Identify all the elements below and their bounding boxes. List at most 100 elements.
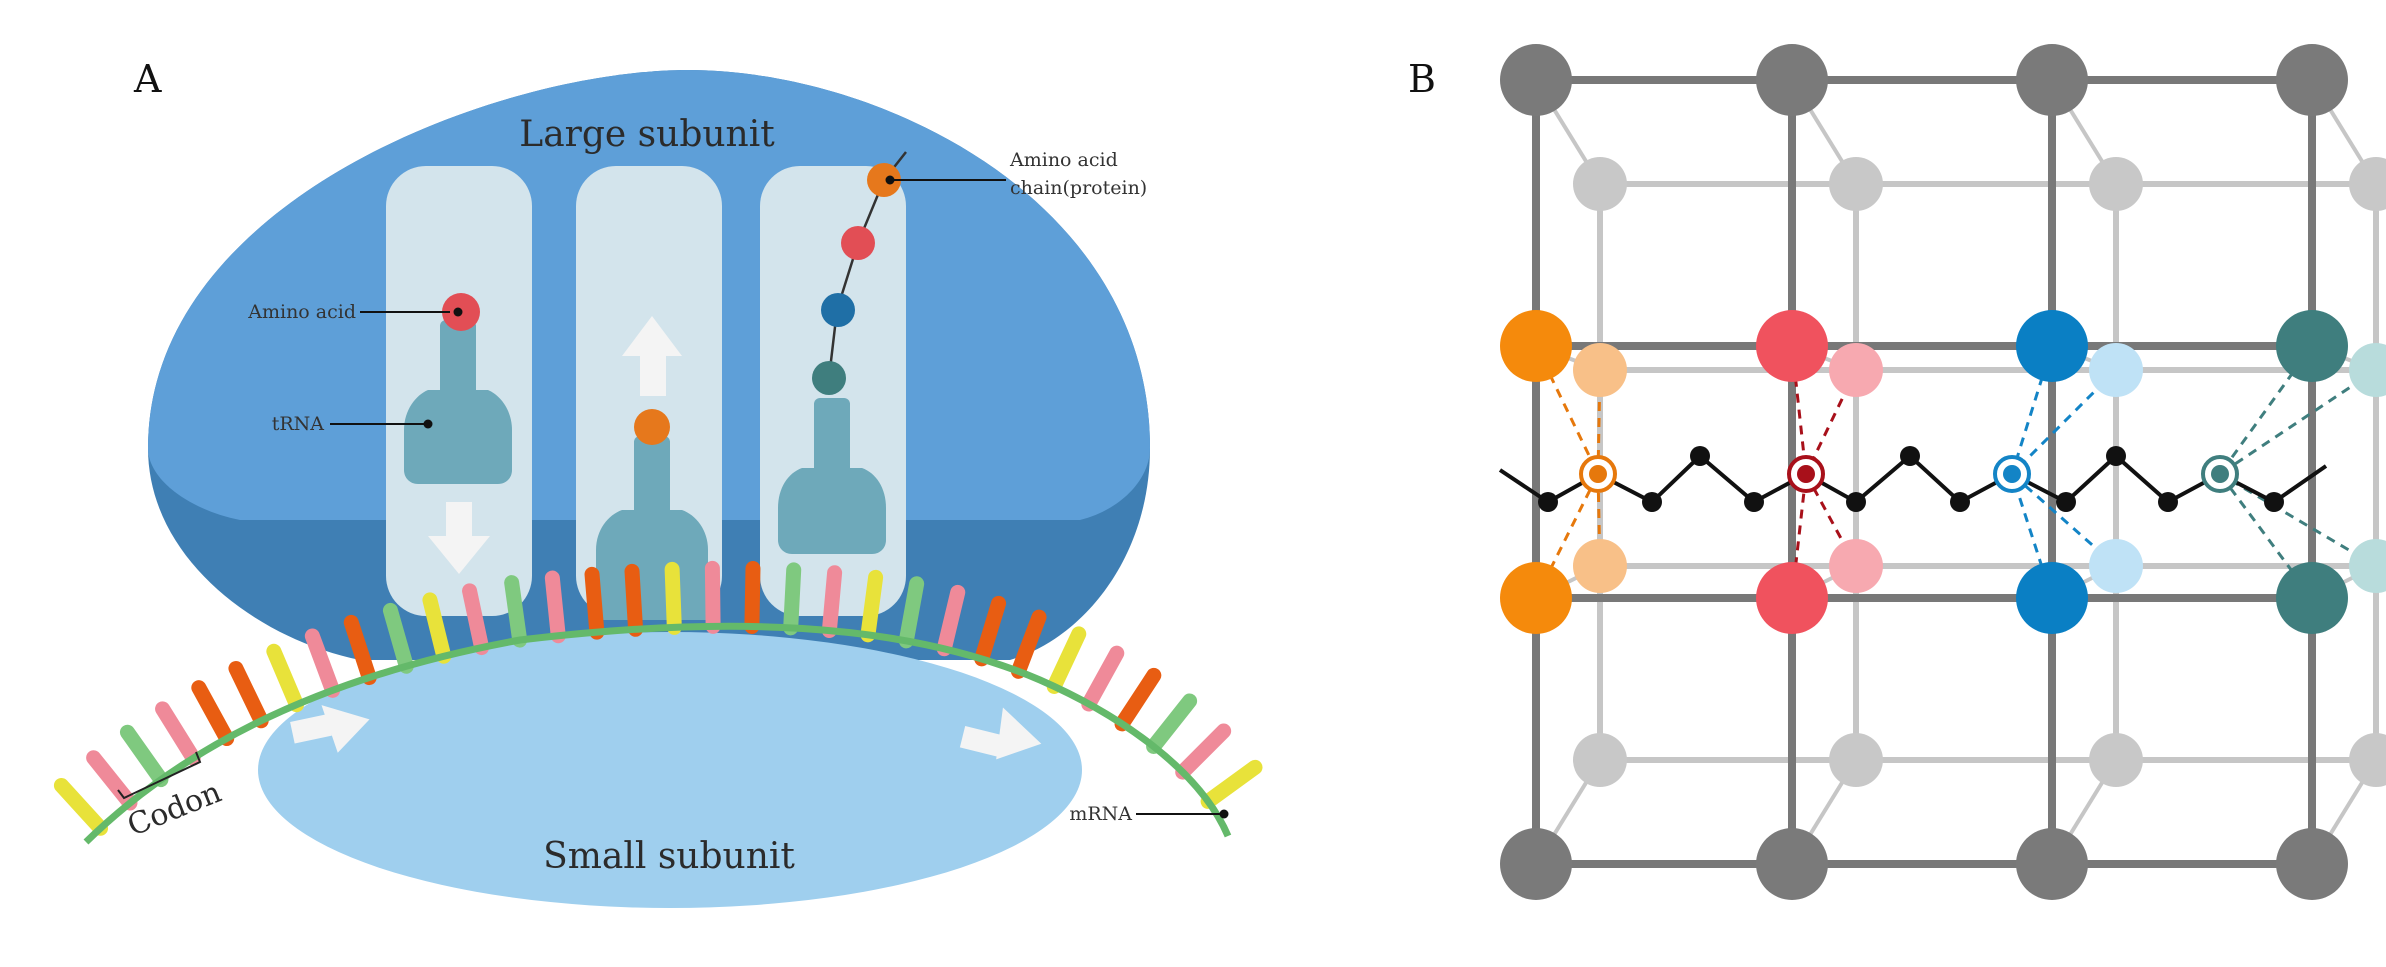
panel-a: A Large subunit Small subunit <box>53 57 1263 908</box>
chain-amino-acid-3 <box>841 226 875 260</box>
front-node-colored <box>2276 310 2348 382</box>
front-node-colored <box>2016 562 2088 634</box>
chain-monomer <box>2264 492 2284 512</box>
protein-label-line1: Amino acid <box>1009 149 1118 171</box>
trna-1 <box>404 320 512 484</box>
chain-monomer <box>1538 492 1558 512</box>
codon-bar <box>382 602 414 674</box>
codon-bar <box>53 777 109 836</box>
codon-bar <box>898 576 925 649</box>
panel-a-letter: A <box>133 57 162 101</box>
mrna-codon-bars <box>53 560 1263 836</box>
back-node <box>2349 733 2386 787</box>
back-node-colored <box>2089 539 2143 593</box>
chain-monomer <box>2056 492 2076 512</box>
codon-label: Codon <box>123 775 227 844</box>
back-node-colored <box>1829 343 1883 397</box>
codon-bar <box>228 661 269 729</box>
mrna-label: mRNA <box>1069 803 1132 825</box>
mrna-strand <box>83 622 1232 845</box>
front-node-colored <box>1756 310 1828 382</box>
chain-monomer-core <box>1797 465 1815 483</box>
codon-bar <box>544 570 566 644</box>
back-node <box>1829 733 1883 787</box>
codon-bar <box>422 592 452 664</box>
trna-label: tRNA <box>272 413 325 435</box>
codon-bar <box>504 575 528 648</box>
codon-bar <box>1010 609 1047 679</box>
chain-monomer <box>1642 492 1662 512</box>
back-node <box>2349 157 2386 211</box>
panel-b-letter: B <box>1408 57 1436 101</box>
chain-monomer <box>2158 492 2178 512</box>
codon-bar <box>744 560 761 634</box>
trna-callout-dot <box>423 419 433 429</box>
chain-monomer <box>1900 446 1920 466</box>
codon-bar <box>704 560 721 634</box>
polymer-chain <box>1498 446 2328 512</box>
arrow-right-icon <box>290 705 370 753</box>
codon-bar <box>821 565 843 639</box>
back-node-colored <box>2089 343 2143 397</box>
back-node-colored <box>2349 343 2386 397</box>
front-node <box>2016 44 2088 116</box>
codon-bar <box>304 628 341 698</box>
codon-bar <box>1081 645 1125 712</box>
codon-bar <box>343 614 377 686</box>
codon-bar <box>119 724 169 788</box>
front-node <box>1756 44 1828 116</box>
back-node <box>1573 733 1627 787</box>
arrow-right-icon <box>959 707 1042 760</box>
front-node <box>2276 828 2348 900</box>
codon-bar <box>462 583 490 656</box>
front-node <box>2276 44 2348 116</box>
back-node-colored <box>2349 539 2386 593</box>
front-node-colored <box>1756 562 1828 634</box>
amino-acid-label: Amino acid <box>247 301 356 323</box>
front-node-colored <box>1500 310 1572 382</box>
chain-monomer <box>2106 446 2126 466</box>
dashed-link <box>2219 368 2377 476</box>
chain-monomer <box>1690 446 1710 466</box>
panel-b: B <box>1408 44 2386 900</box>
mrna-callout-dot <box>1219 809 1229 819</box>
codon-bar <box>1146 693 1198 754</box>
dashed-link <box>2218 345 2314 475</box>
chain-amino-acid-2 <box>821 293 855 327</box>
codon-bar <box>783 562 802 636</box>
arrow-up-icon <box>622 316 682 396</box>
codon-bar <box>974 595 1007 667</box>
codon-bar <box>1046 626 1087 694</box>
codon-bar <box>664 561 682 635</box>
codon-bar <box>624 563 644 637</box>
arrow-down-icon <box>428 502 490 574</box>
back-node-colored <box>1573 343 1627 397</box>
front-node-colored <box>2276 562 2348 634</box>
chain-monomer <box>1846 492 1866 512</box>
protein-label-line2: chain(protein) <box>1010 177 1147 199</box>
back-node <box>2089 733 2143 787</box>
lattice-bonds <box>1532 76 2379 868</box>
back-node-colored <box>1573 539 1627 593</box>
back-node <box>2089 157 2143 211</box>
codon-bar <box>86 750 138 811</box>
codon-bar <box>1114 667 1162 732</box>
front-node <box>1500 828 1572 900</box>
front-node-colored <box>1500 562 1572 634</box>
amino-acid-callout-dot <box>453 307 463 317</box>
codon-bar <box>1200 759 1263 809</box>
codon-bar <box>191 680 235 747</box>
front-node <box>2016 828 2088 900</box>
lattice-nodes <box>1500 44 2386 900</box>
back-node <box>1829 157 1883 211</box>
dashed-link <box>2218 473 2314 599</box>
chain-amino-acid-1 <box>812 361 846 395</box>
back-node <box>1573 157 1627 211</box>
codon-bar <box>266 643 305 713</box>
small-subunit-label: Small subunit <box>543 836 795 877</box>
small-subunit <box>258 632 1082 908</box>
chain-amino-acid-4 <box>867 163 901 197</box>
chain-monomer-core <box>2211 465 2229 483</box>
protein-callout-dot <box>885 175 895 185</box>
